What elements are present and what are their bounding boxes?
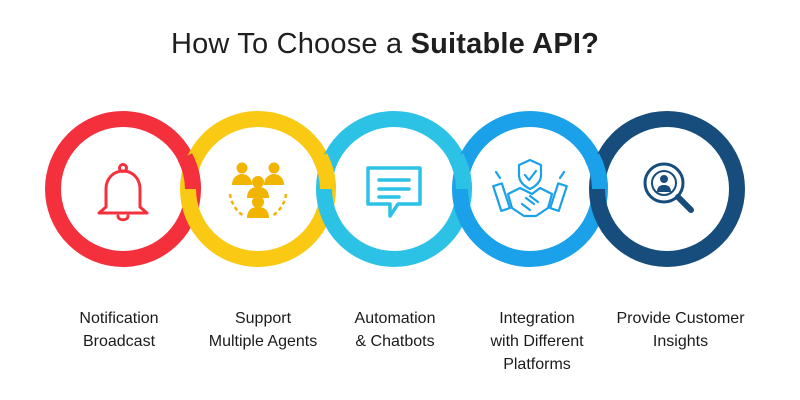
ring-overlap-3 bbox=[448, 153, 472, 190]
chat-bubble-icon bbox=[366, 166, 422, 218]
ring-notification bbox=[45, 111, 201, 267]
label-line: Insights bbox=[652, 333, 709, 350]
label-automation-chatbots: Automation & Chatbots bbox=[320, 307, 470, 353]
page-title: How To Choose a Suitable API? bbox=[0, 28, 770, 61]
agents-group-icon bbox=[228, 162, 288, 218]
label-line: Provide Customer bbox=[616, 310, 745, 327]
label-line: Integration bbox=[499, 310, 575, 327]
label-line: with Different bbox=[490, 333, 584, 350]
title-bold: Suitable API? bbox=[410, 28, 600, 60]
label-line: & Chatbots bbox=[355, 333, 435, 350]
label-line: Notification bbox=[79, 310, 159, 327]
label-integration-platforms: Integration with Different Platforms bbox=[462, 307, 612, 376]
label-line: Broadcast bbox=[82, 333, 156, 350]
rings bbox=[45, 111, 745, 267]
label-support-multiple-agents: Support Multiple Agents bbox=[188, 307, 338, 353]
label-line: Platforms bbox=[503, 356, 571, 373]
bell-icon bbox=[97, 163, 149, 222]
label-notification-broadcast: Notification Broadcast bbox=[44, 307, 194, 353]
handshake-shield-icon bbox=[492, 158, 568, 218]
ring-overlap-1 bbox=[177, 153, 201, 190]
ring-overlap-4 bbox=[584, 153, 608, 190]
magnify-user-icon bbox=[643, 162, 694, 213]
label-line: Multiple Agents bbox=[208, 333, 318, 350]
label-line: Automation bbox=[354, 310, 436, 327]
title-prefix: How To Choose a bbox=[170, 28, 411, 60]
ring-overlap-2 bbox=[312, 153, 336, 190]
label-customer-insights: Provide Customer Insights bbox=[603, 307, 758, 353]
label-line: Support bbox=[234, 310, 292, 327]
